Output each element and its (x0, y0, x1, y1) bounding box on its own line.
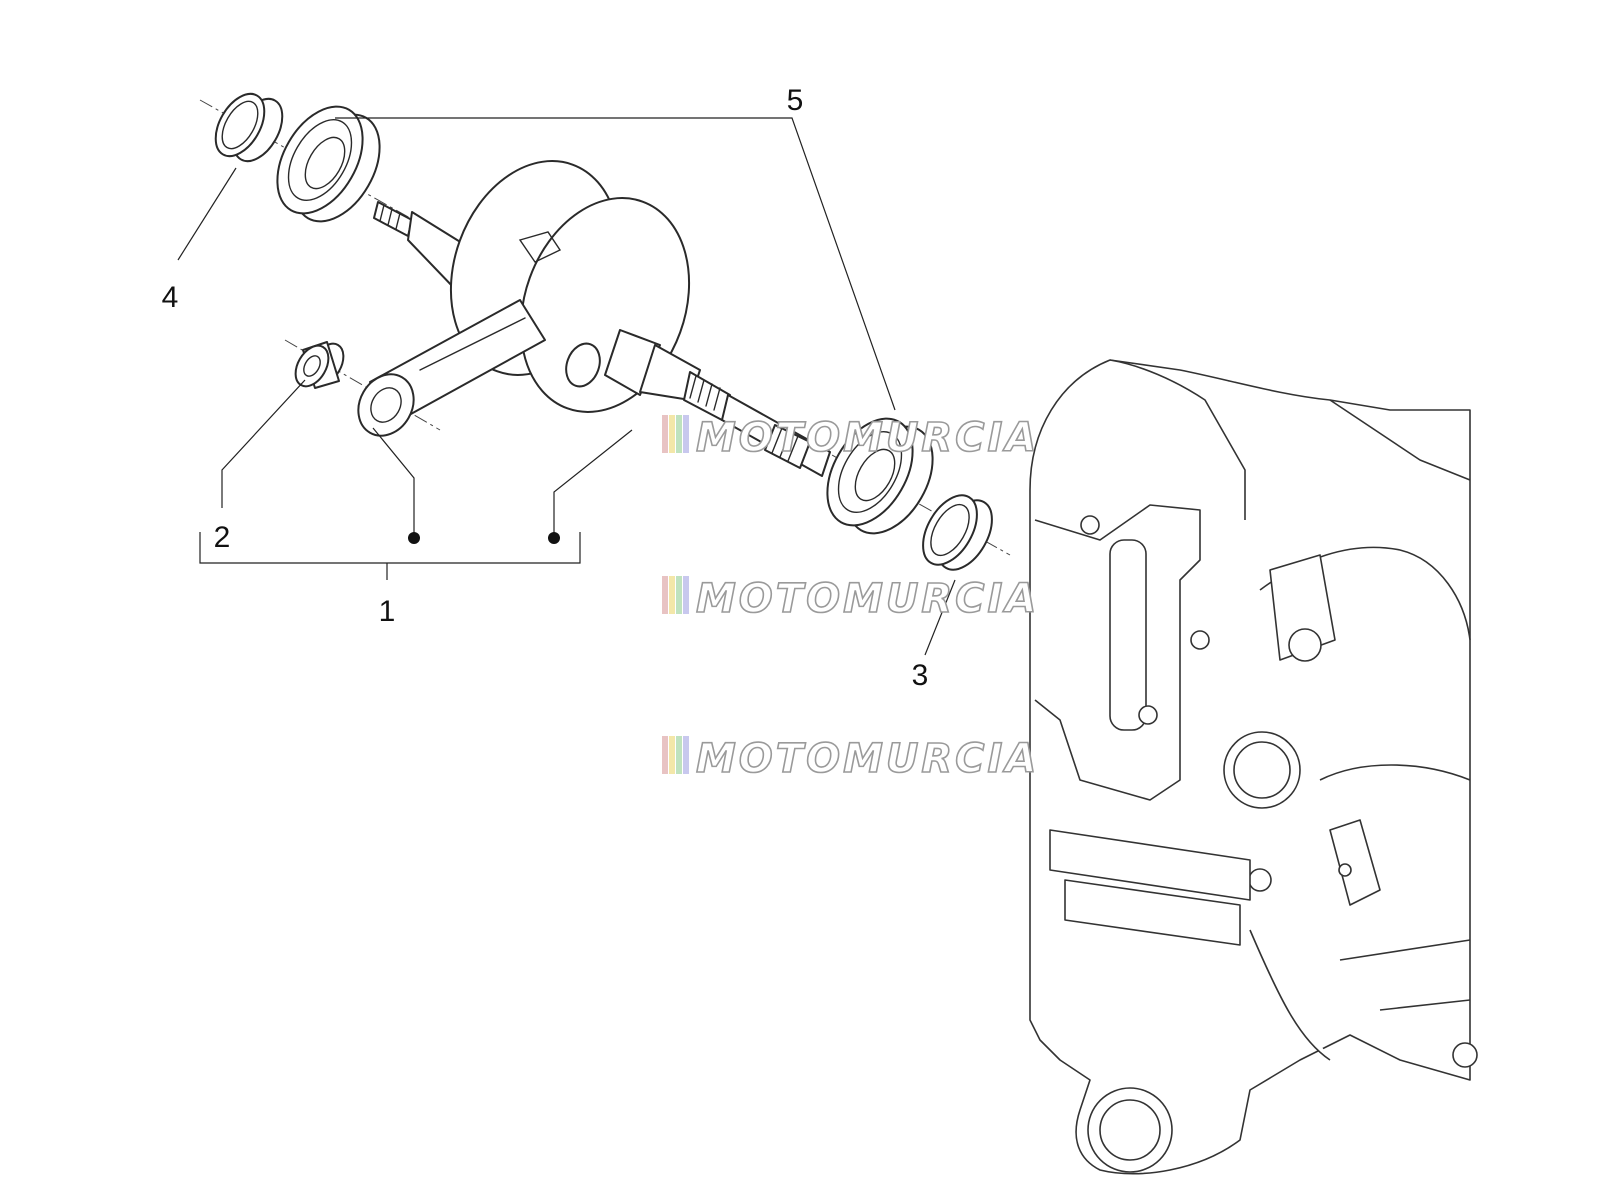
leader-dot-conrod (408, 532, 420, 544)
watermark-2: MOTOMURCIA (662, 575, 1039, 623)
watermark-stripe (669, 415, 675, 453)
callout-5: 5 (787, 84, 804, 117)
leader-lines (177, 117, 956, 656)
watermark-stripe (683, 576, 689, 614)
watermark-stripe (669, 736, 675, 774)
watermark-stripe (676, 415, 682, 453)
watermark-stripe (683, 415, 689, 453)
crankshaft-assembly (357, 160, 831, 477)
watermark-stripe (683, 736, 689, 774)
watermark-text: MOTOMURCIA (696, 736, 1039, 782)
watermark-stripe (662, 415, 668, 453)
main-bearing-right (826, 417, 934, 535)
watermark-3: MOTOMURCIA (662, 735, 1039, 783)
watermark-stripe (676, 736, 682, 774)
oil-seal-right (922, 494, 993, 571)
watermark-text: MOTOMURCIA (696, 576, 1039, 622)
watermark-stripe (662, 576, 668, 614)
watermark-stripe (669, 576, 675, 614)
watermark-stripe (662, 736, 668, 774)
callout-2: 2 (214, 521, 231, 554)
watermark-stripe (676, 576, 682, 614)
watermark-1: MOTOMURCIA (662, 414, 1039, 462)
callout-4: 4 (162, 281, 179, 314)
engine-crankcase (1029, 359, 1478, 1175)
oil-seal-left (214, 92, 284, 163)
watermark-text: MOTOMURCIA (696, 415, 1039, 461)
callout-1: 1 (379, 595, 396, 628)
small-end-bearing (294, 341, 345, 389)
leader-dot-crank (548, 532, 560, 544)
callout-3: 3 (912, 659, 929, 692)
